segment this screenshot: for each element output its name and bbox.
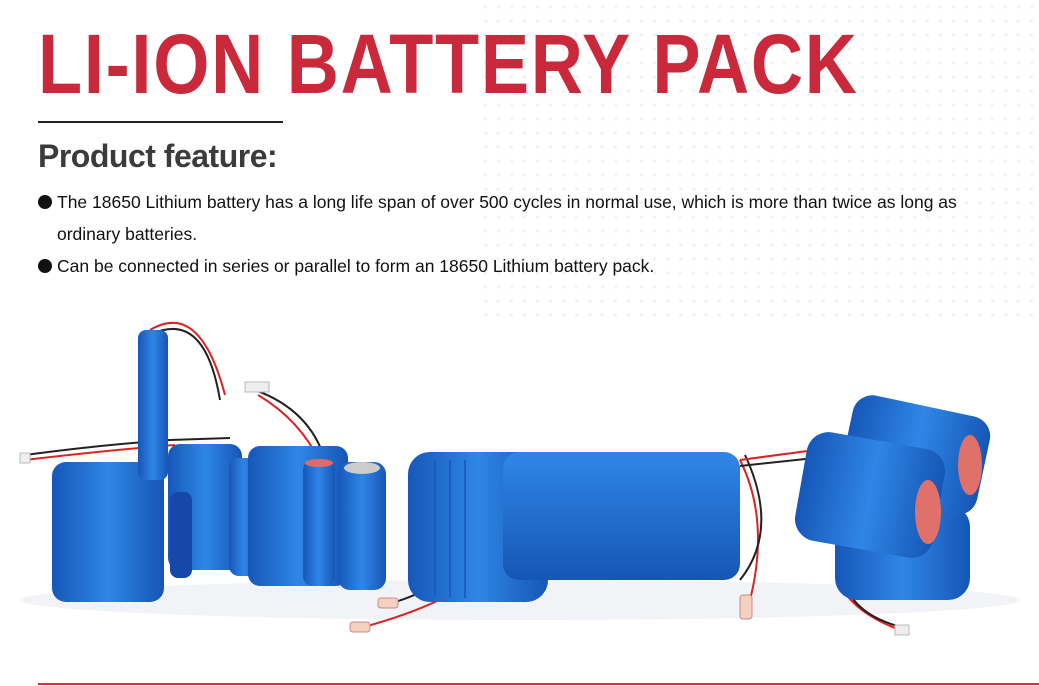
section-heading: Product feature: <box>38 138 278 174</box>
footer-divider <box>38 683 1039 685</box>
bullet-icon <box>38 259 52 273</box>
battery-packs-photo <box>19 321 1020 636</box>
feature-item: The 18650 Lithium battery has a long lif… <box>38 186 1018 250</box>
title-divider <box>38 121 283 123</box>
page-title: LI-ION BATTERY PACK <box>38 17 859 111</box>
feature-item: Can be connected in series or parallel t… <box>38 250 1018 282</box>
bullet-icon <box>38 195 52 209</box>
dot-pattern-background <box>479 0 1039 320</box>
